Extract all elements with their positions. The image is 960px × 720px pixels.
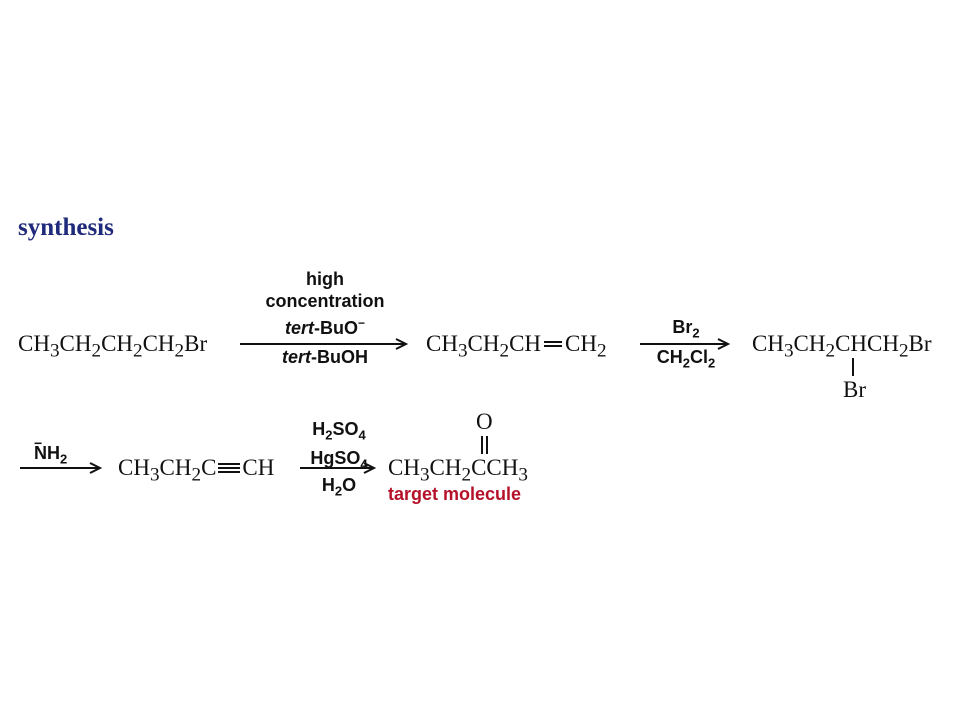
- section-heading: synthesis: [18, 214, 114, 241]
- carbonyl-double-bond-right: [486, 436, 488, 454]
- bromine-bond: [852, 358, 854, 376]
- step4-reagent-below: H2O: [321, 475, 357, 499]
- target-molecule-label: target molecule: [388, 484, 522, 504]
- step3-reagent: −NH2: [34, 435, 68, 467]
- step2-reagent-below: CH2Cl2: [656, 347, 716, 371]
- triple-bond: [218, 462, 241, 473]
- reactant-1-bromobutane: CH3CH2CH2CH2Br: [18, 331, 208, 362]
- carbonyl-oxygen: O: [476, 409, 493, 434]
- reaction-arrow-1: [240, 338, 409, 350]
- step1-conditions-below: tert-BuOH: [281, 347, 368, 367]
- product-2-butanone: CH3CH2CCH3: [388, 455, 528, 486]
- double-bond: [544, 340, 563, 347]
- carbonyl-double-bond-left: [481, 436, 483, 454]
- bromine-substituent: Br: [843, 377, 866, 402]
- reaction-arrow-3: [20, 462, 103, 474]
- step4-reagents-above: H2SO4 HgSO4: [310, 419, 368, 472]
- reaction-arrow-4: [300, 462, 377, 474]
- product-1-2-dibromobutane: CH3CH2CHCH2Br: [752, 331, 932, 362]
- reaction-arrow-2: [640, 338, 731, 350]
- step2-reagent-above: Br2: [672, 317, 700, 341]
- step1-conditions-above: high concentration tert-BuO−: [265, 269, 385, 338]
